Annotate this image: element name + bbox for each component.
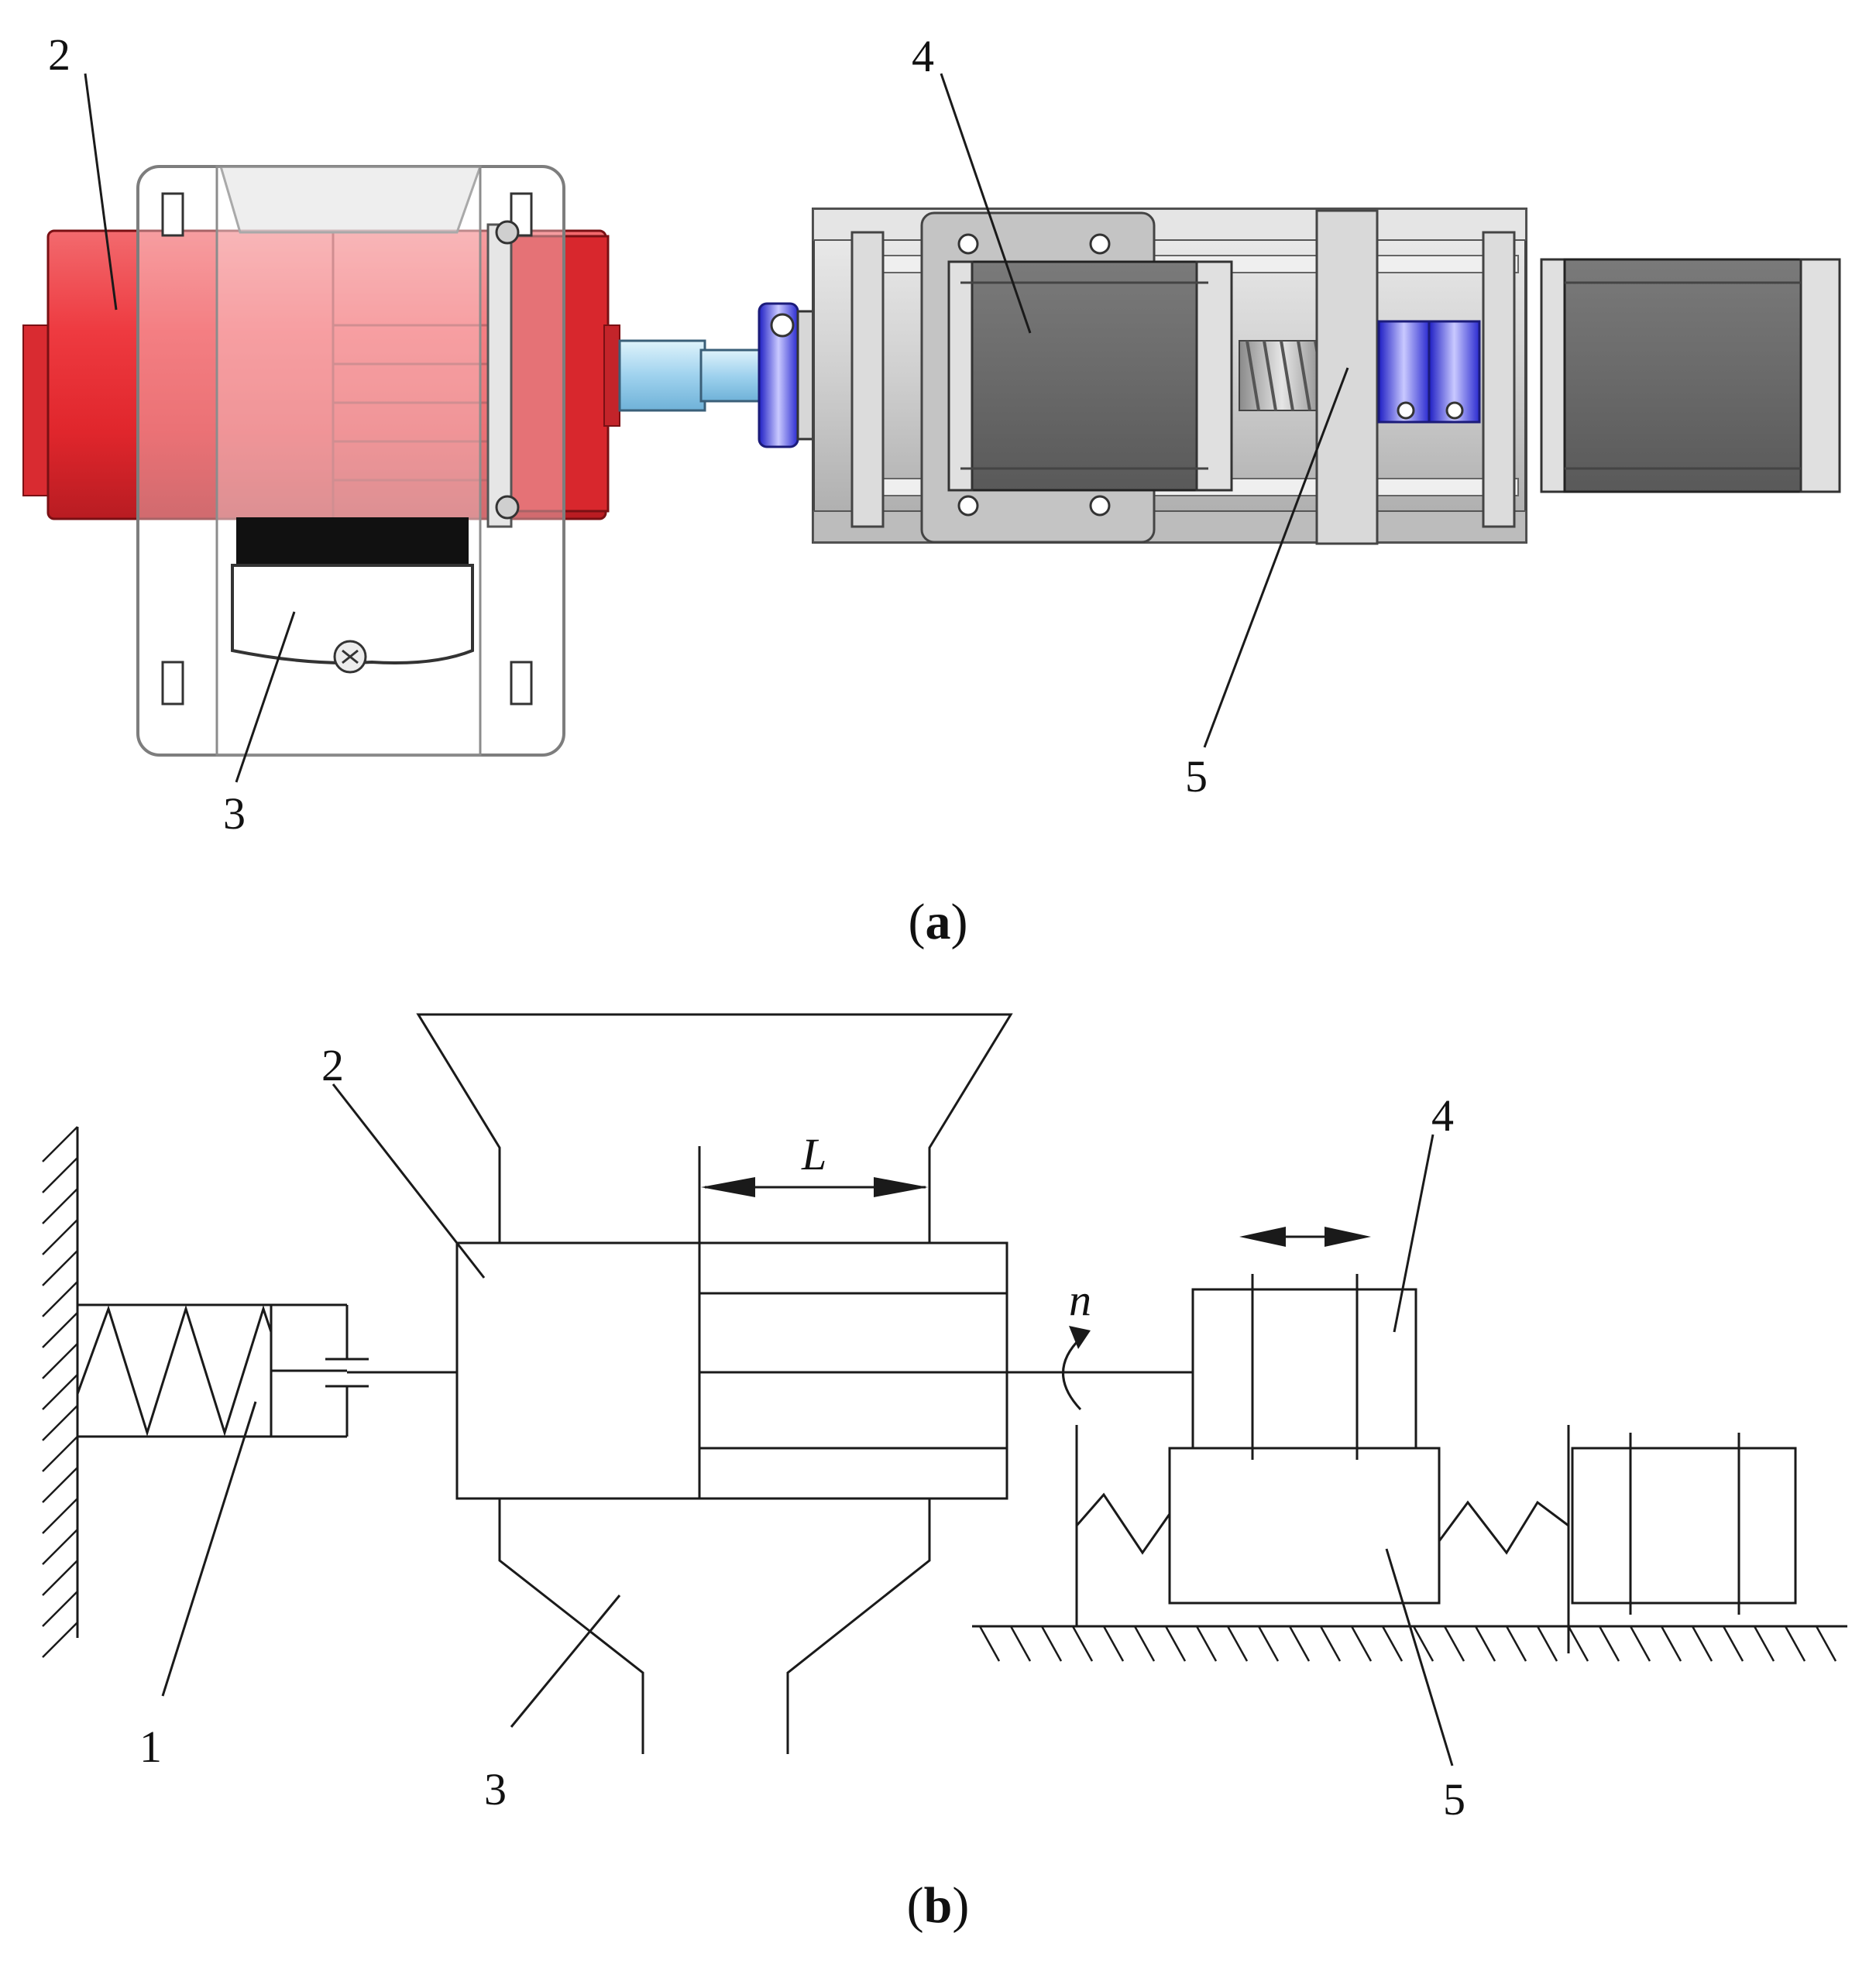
leaders-b	[161, 1083, 1454, 1766]
caption-a: (a)	[909, 894, 968, 950]
label-n: n	[1069, 1275, 1091, 1325]
dimension-L: L	[698, 1129, 928, 1243]
lead-screw	[1239, 340, 1326, 411]
mount-hole-bl	[161, 661, 184, 705]
hopper	[416, 1013, 1013, 1243]
caption-b: (b)	[907, 1877, 970, 1934]
feeder-body-2	[455, 1241, 1008, 1500]
panel-a: 2 3 4 5 (a)	[22, 29, 1841, 950]
label-a-3: 3	[223, 788, 246, 839]
label-a-4: 4	[912, 31, 934, 81]
spring-element-1	[76, 1303, 457, 1438]
mount-hole-br	[510, 661, 533, 705]
end-stepper-render	[1540, 258, 1841, 493]
leaders-a	[84, 73, 1349, 783]
slider-box-5	[1168, 1447, 1441, 1605]
panel-b: L n	[42, 1013, 1847, 1934]
stepper-motor-4	[959, 260, 1210, 492]
label-b-2: 2	[321, 1040, 344, 1090]
linear-slide-render	[812, 208, 1527, 545]
brush-strip	[236, 517, 469, 565]
mount-hole-tl	[161, 192, 184, 237]
drive-shaft-render	[618, 339, 761, 412]
label-L: L	[801, 1129, 826, 1179]
discharge-chute-render	[231, 517, 474, 674]
label-b-4: 4	[1431, 1090, 1454, 1141]
feeder-motor-render	[22, 165, 620, 757]
fixed-wall	[42, 1126, 79, 1658]
end-stepper-box	[1571, 1447, 1797, 1605]
label-b-1: 1	[139, 1722, 162, 1772]
motor-flange	[510, 235, 610, 513]
carriage-box-4	[1191, 1288, 1417, 1450]
slider-block-5	[1315, 209, 1379, 545]
discharge-chute-3	[498, 1499, 931, 1754]
label-b-5: 5	[1443, 1774, 1465, 1825]
label-a-5: 5	[1185, 751, 1208, 802]
output-shaft: n	[1007, 1275, 1193, 1411]
label-b-3: 3	[484, 1764, 507, 1814]
motor-front-hub	[603, 324, 620, 427]
slide-system	[972, 1227, 1847, 1662]
label-a-2: 2	[48, 29, 70, 80]
